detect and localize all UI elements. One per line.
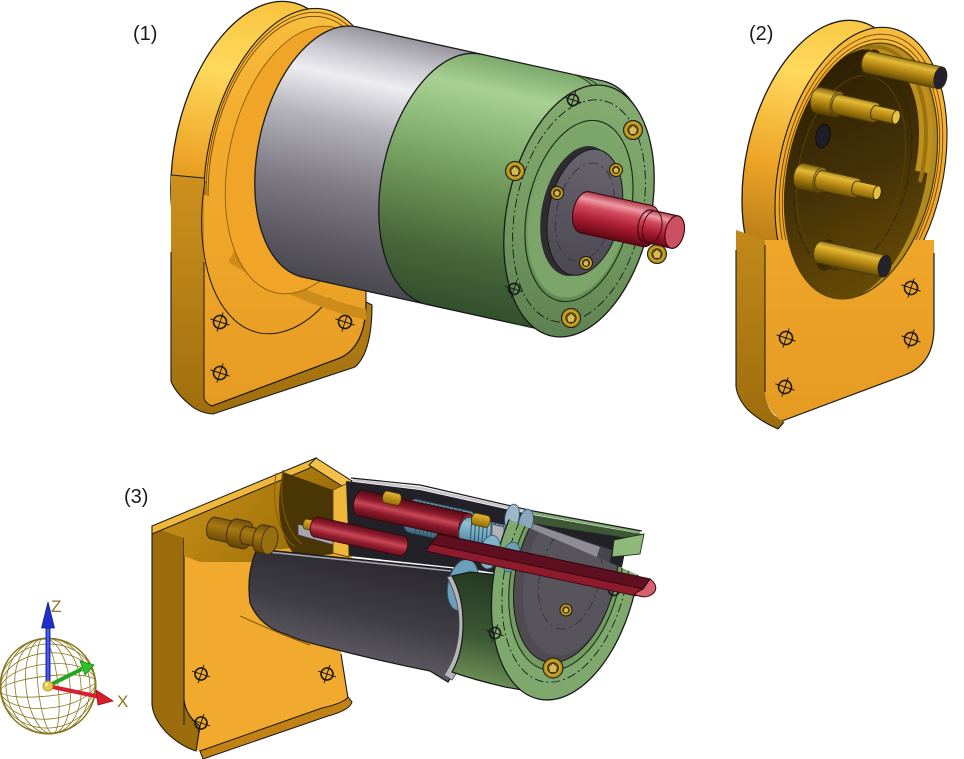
svg-text:(3): (3) [124, 486, 148, 508]
svg-text:(1): (1) [133, 23, 157, 45]
svg-text:X: X [117, 692, 128, 711]
svg-text:(2): (2) [749, 23, 773, 45]
svg-text:Z: Z [51, 597, 61, 616]
